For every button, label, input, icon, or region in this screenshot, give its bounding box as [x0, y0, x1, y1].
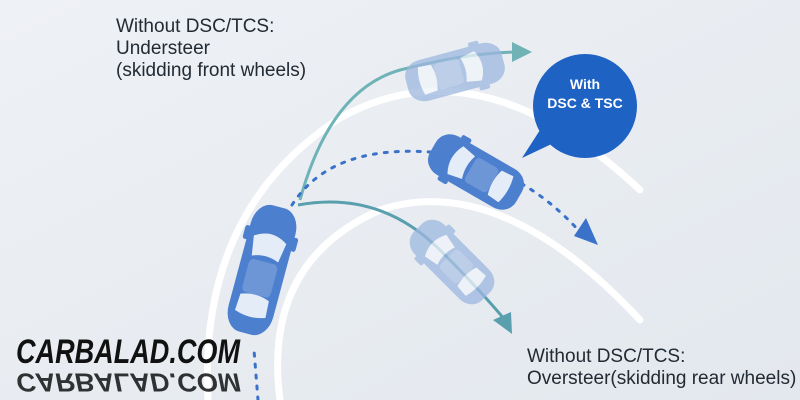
understeer-caption-line: Understeer	[116, 38, 210, 59]
svg-text:CARBALAD.COM: CARBALAD.COM	[16, 333, 241, 371]
understeer-caption: Without DSC/TCS: Understeer (skidding fr…	[116, 16, 306, 82]
with-dsc-label: With DSC & TSC	[536, 75, 634, 113]
understeer-caption-line: (skidding front wheels)	[116, 60, 307, 81]
watermark-logo: CARBALAD.COM CARBALAD.COM	[16, 333, 241, 396]
with-dsc-label-line: DSC & TSC	[547, 95, 623, 111]
understeer-arrow-icon	[512, 42, 532, 62]
oversteer-arrow-icon	[493, 312, 512, 334]
svg-text:CARBALAD.COM: CARBALAD.COM	[16, 368, 241, 396]
oversteer-caption: Without DSC/TCS: Oversteer(skidding rear…	[527, 346, 796, 390]
understeer-caption-line: Without DSC/TCS:	[116, 16, 275, 37]
dsc-path	[290, 149, 582, 234]
dsc-arrow-icon	[574, 218, 598, 245]
oversteer-caption-line: Without DSC/TCS:	[527, 346, 686, 367]
lead-in-path	[252, 348, 260, 400]
oversteer-caption-line: Oversteer(skidding rear wheels)	[527, 368, 797, 389]
speech-bubble-icon	[522, 54, 637, 158]
with-dsc-label-line: With	[569, 76, 601, 92]
